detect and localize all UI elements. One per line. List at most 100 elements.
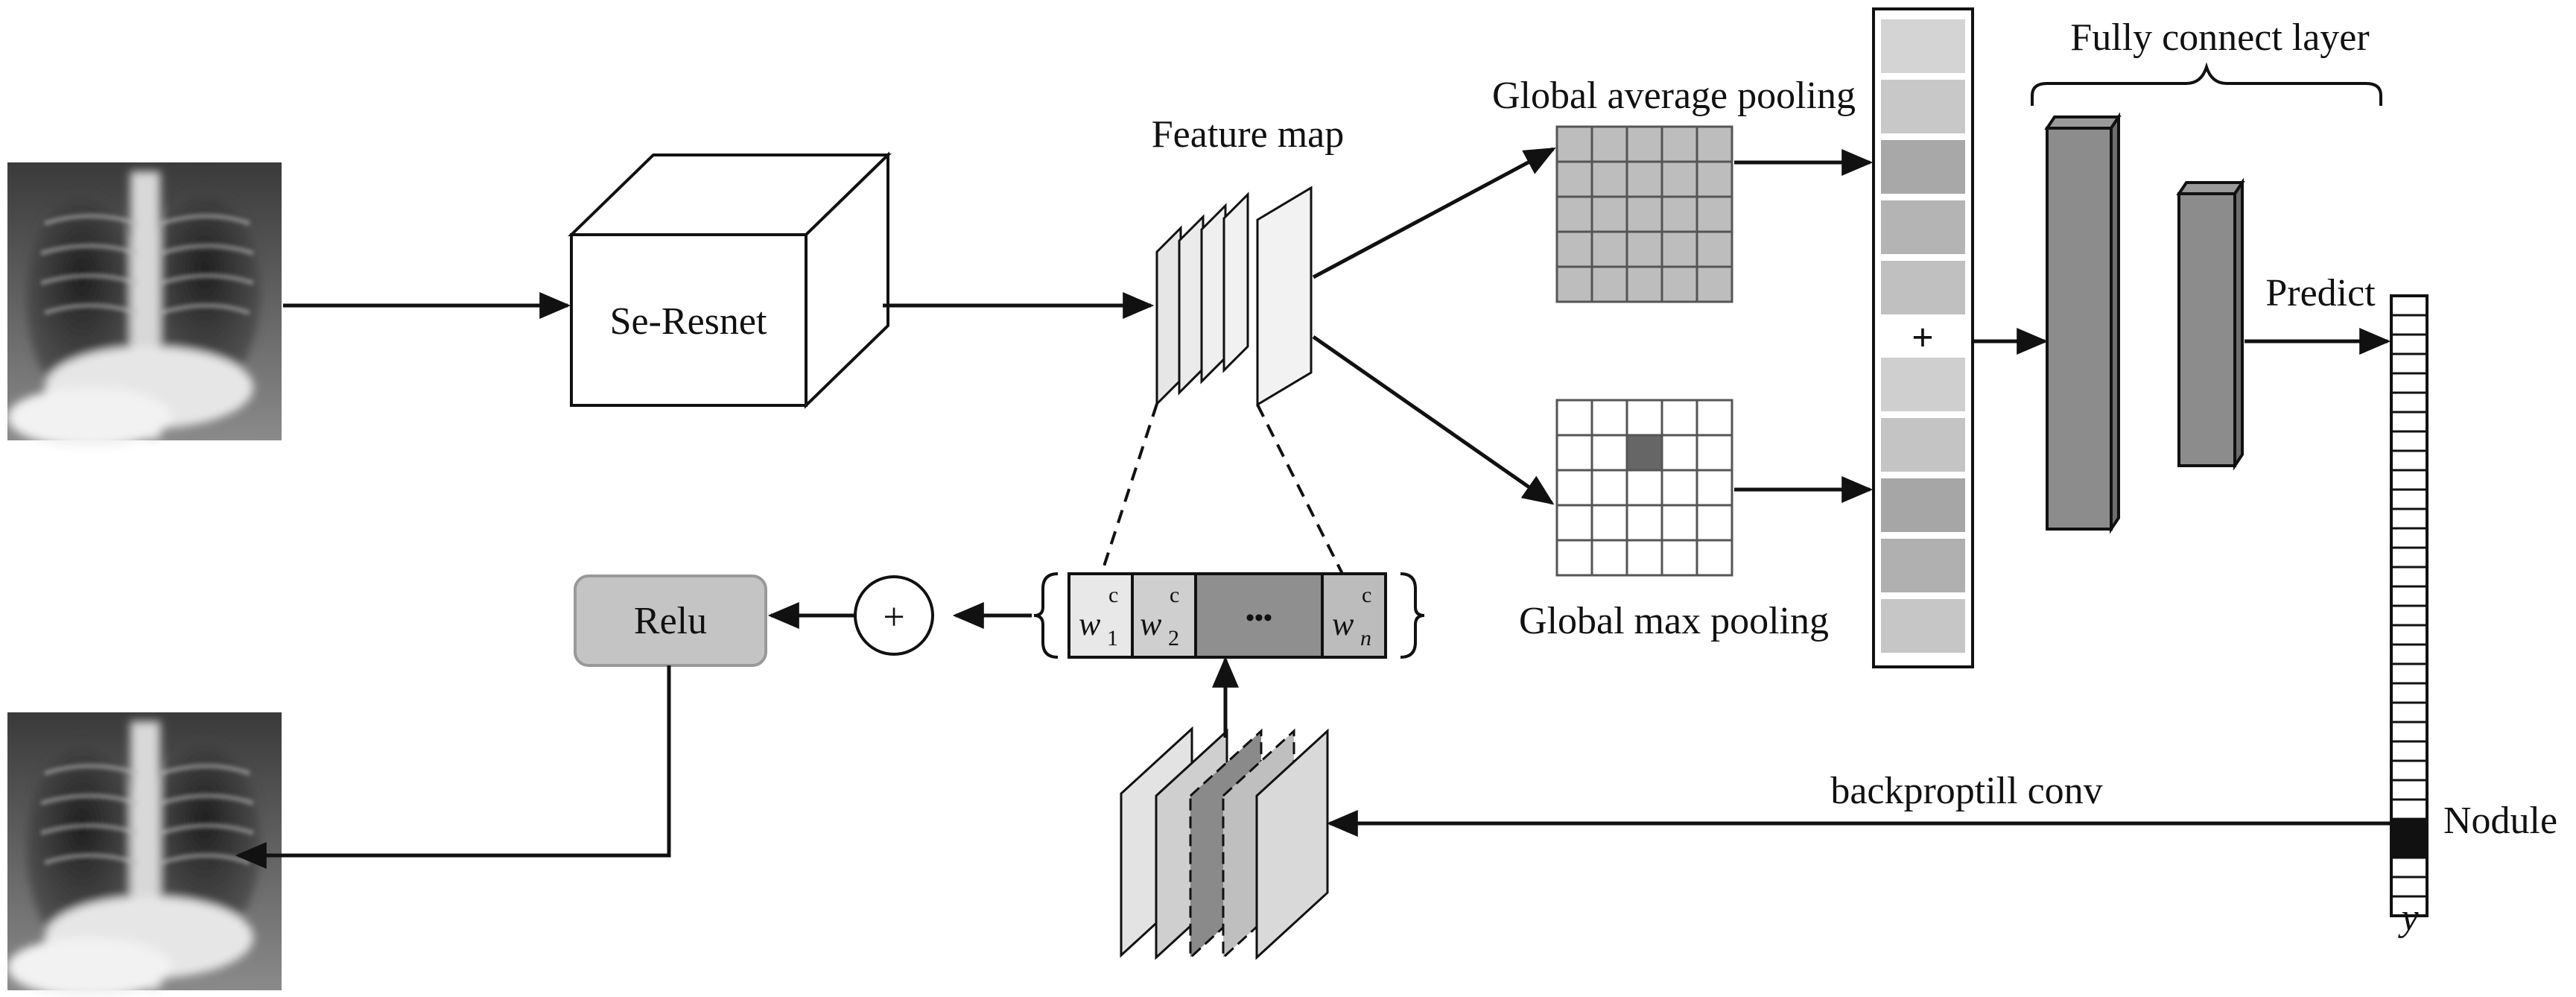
concat-cell [1881, 418, 1965, 472]
concat-plus-label: + [1912, 317, 1934, 359]
concat-cell [1881, 539, 1965, 592]
gmp-cell [1695, 469, 1733, 507]
predict-label: Predict [2265, 272, 2376, 314]
dashed-line-right [1256, 404, 1345, 576]
svg-text:c: c [1362, 583, 1371, 607]
se-resnet-label: Se-Resnet [610, 300, 767, 343]
gap-cell [1625, 195, 1663, 233]
gmp-max-cell [1625, 434, 1663, 472]
weight-dots: ••• [1246, 604, 1272, 632]
gmp-cell [1625, 469, 1663, 507]
gmp-cell [1695, 434, 1733, 472]
gmp-cell [1660, 504, 1698, 542]
backprop-label: backproptill conv [1830, 770, 2102, 812]
gmp-cell [1660, 399, 1698, 437]
gap-cell [1660, 125, 1698, 163]
svg-text:c: c [1108, 583, 1118, 607]
gmp-cell [1590, 539, 1628, 577]
weights-vector [1067, 572, 1387, 659]
svg-text:w: w [1079, 606, 1101, 642]
weight-cell-mid [1194, 572, 1324, 659]
feature-map-stack [1155, 186, 1313, 407]
concat-cell [1881, 478, 1965, 532]
concat-cell [1881, 599, 1965, 653]
concat-cell [1881, 200, 1965, 254]
gmp-cell [1555, 399, 1593, 437]
concat-cell [1881, 140, 1965, 194]
gmp-cell [1555, 434, 1593, 472]
gap-cell [1590, 265, 1628, 303]
gap-cell [1660, 265, 1698, 303]
gmp-cell [1555, 504, 1593, 542]
gap-cell [1695, 125, 1733, 163]
gmp-cell [1555, 539, 1593, 577]
gap-cell [1555, 125, 1593, 163]
gap-grid [1555, 125, 1733, 303]
gap-cell [1555, 160, 1593, 198]
arrow-relu-to-output [235, 665, 671, 869]
concat-cell [1881, 261, 1965, 314]
gap-cell [1695, 265, 1733, 303]
gap-cell [1590, 125, 1628, 163]
fc-layer-1 [2044, 112, 2122, 534]
arrow-feature-to-gap [1312, 147, 1556, 279]
gmp-cell [1660, 539, 1698, 577]
gap-cell [1695, 230, 1733, 268]
concat-cell [1881, 358, 1965, 411]
feature-map-label: Feature map [1152, 113, 1344, 156]
gmp-cell [1695, 539, 1733, 577]
gmp-cell [1695, 399, 1733, 437]
weight-label-1: w c 1 [1079, 583, 1118, 651]
gmp-cell [1660, 434, 1698, 472]
gmp-label: Global max pooling [1519, 600, 1829, 642]
gap-cell [1555, 230, 1593, 268]
gap-cell [1590, 230, 1628, 268]
gap-cell [1590, 195, 1628, 233]
gmp-cell [1625, 539, 1663, 577]
weight-cell-2 [1131, 572, 1197, 659]
dashed-line-left [1100, 403, 1158, 576]
gmp-cell [1660, 469, 1698, 507]
weights-brace-left [1033, 572, 1059, 659]
weight-cell-n [1321, 572, 1387, 659]
svg-text:2: 2 [1168, 626, 1179, 651]
gap-cell [1695, 195, 1733, 233]
gap-cell [1625, 230, 1663, 268]
gap-cell [1625, 160, 1663, 198]
gmp-cell [1590, 504, 1628, 542]
nodule-label: Nodule [2443, 800, 2557, 842]
gap-cell [1555, 265, 1593, 303]
concat-cell [1881, 19, 1965, 73]
fc-label: Fully connect layer [2070, 16, 2369, 59]
gap-cell [1590, 160, 1628, 198]
output-y-label: y [2397, 896, 2419, 939]
weights-brace-right [1400, 572, 1425, 659]
svg-text:w: w [1140, 606, 1162, 642]
relu-label: Relu [634, 600, 707, 642]
gap-cell [1555, 195, 1593, 233]
arrow-feature-to-gmp [1312, 335, 1555, 505]
concat-cell [1881, 80, 1965, 133]
gmp-cell [1695, 504, 1733, 542]
gap-cell [1625, 125, 1663, 163]
weight-label-2: w c 2 [1140, 583, 1179, 651]
gap-label: Global average pooling [1492, 75, 1856, 117]
svg-text:n: n [1360, 626, 1371, 651]
concat-vector [1872, 7, 1974, 668]
gmp-grid [1555, 399, 1733, 577]
gmp-cell [1625, 504, 1663, 542]
svg-text:c: c [1170, 583, 1179, 607]
gap-cell [1660, 160, 1698, 198]
gap-cell [1660, 195, 1698, 233]
weight-label-n: w c n [1332, 583, 1371, 651]
sum-node-label: + [883, 596, 904, 639]
gap-cell [1695, 160, 1733, 198]
chest-xray-image [7, 162, 282, 447]
gmp-cell [1625, 399, 1663, 437]
gap-cell [1660, 230, 1698, 268]
gmp-cell [1590, 434, 1628, 472]
output-vector [2390, 294, 2429, 917]
gmp-cell [1590, 469, 1628, 507]
se-resnet-block [568, 151, 892, 409]
